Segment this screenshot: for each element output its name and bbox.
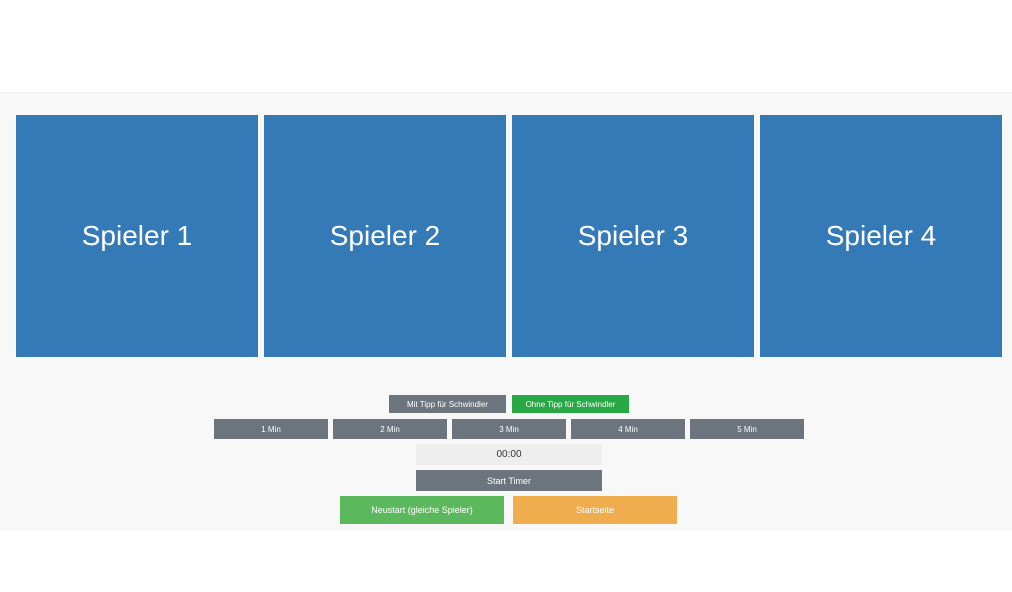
timer-display: 00:00 xyxy=(416,444,602,465)
duration-5-min-button[interactable]: 5 Min xyxy=(690,419,804,439)
duration-3-min-button[interactable]: 3 Min xyxy=(452,419,566,439)
start-timer-button[interactable]: Start Timer xyxy=(416,470,602,491)
duration-1-min-button[interactable]: 1 Min xyxy=(214,419,328,439)
player-card-1[interactable]: Spieler 1 xyxy=(16,115,258,357)
home-button[interactable]: Startseite xyxy=(513,496,677,524)
duration-2-min-button[interactable]: 2 Min xyxy=(333,419,447,439)
player-label: Spieler 2 xyxy=(329,220,441,251)
without-hint-button[interactable]: Ohne Tipp für Schwindler xyxy=(512,395,629,413)
player-card-3[interactable]: Spieler 3 xyxy=(512,115,754,357)
game-panel: Spieler 1 Spieler 2 Spieler 3 Spieler 4 … xyxy=(0,92,1012,531)
player-card-2[interactable]: Spieler 2 xyxy=(264,115,506,357)
player-label: Spieler 3 xyxy=(577,220,689,251)
duration-4-min-button[interactable]: 4 Min xyxy=(571,419,685,439)
player-label: Spieler 4 xyxy=(825,220,937,251)
player-label: Spieler 1 xyxy=(81,220,193,251)
with-hint-button[interactable]: Mit Tipp für Schwindler xyxy=(389,395,506,413)
restart-same-players-button[interactable]: Neustart (gleiche Spieler) xyxy=(340,496,504,524)
player-card-4[interactable]: Spieler 4 xyxy=(760,115,1002,357)
